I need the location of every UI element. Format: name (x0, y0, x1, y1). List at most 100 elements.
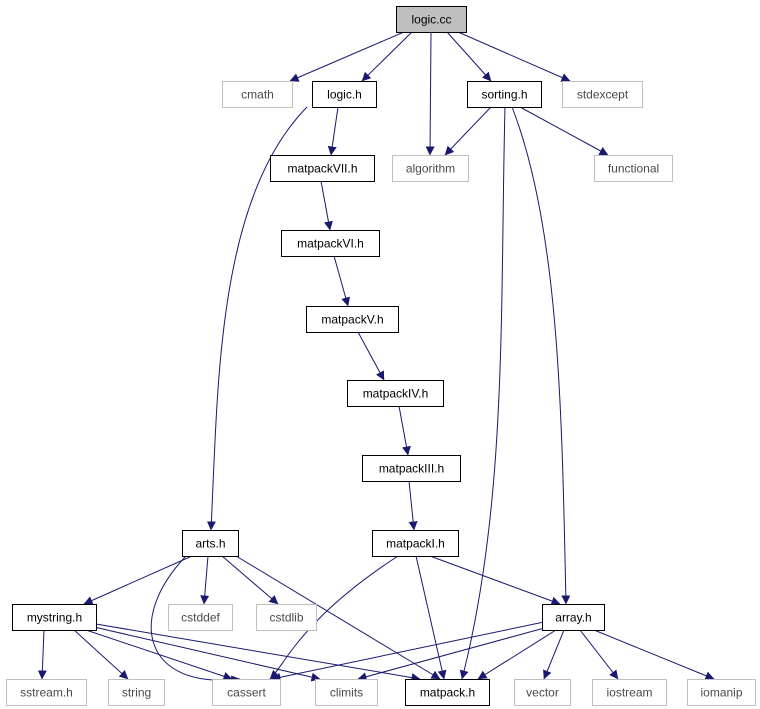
node-label: matpackVII.h (287, 162, 357, 176)
edge-mystring-h-to-string (73, 629, 129, 680)
edge-logic-h-to-arts-h (206, 106, 308, 531)
node-mystring-h[interactable]: mystring.h (12, 604, 97, 631)
edge-mystring-h-to-climits (93, 626, 321, 682)
node-label: matpack.h (420, 686, 475, 700)
node-iostream: iostream (592, 679, 667, 706)
node-box (514, 679, 571, 706)
node-label: mystring.h (27, 611, 82, 625)
edge-logic-cc-to-cmath (289, 31, 405, 82)
node-box (222, 81, 293, 108)
node-label: cassert (227, 686, 266, 700)
node-label: logic.cc (411, 13, 451, 27)
node-box (12, 604, 97, 631)
edge-matpackV-h-to-matpackIV-h (357, 331, 385, 381)
node-matpackVII-h[interactable]: matpackVII.h (270, 155, 375, 182)
node-box (281, 230, 380, 257)
edge-matpackIV-h-to-matpackIII-h (398, 405, 411, 456)
edge-arts-h-to-mystring-h (83, 555, 193, 605)
node-label: array.h (555, 611, 591, 625)
node-label: cmath (241, 88, 274, 102)
node-stdexcept: stdexcept (562, 81, 643, 108)
edge-sorting-h-to-matpack-h (459, 106, 506, 680)
node-box (594, 155, 673, 182)
node-label: climits (330, 686, 363, 700)
node-box (392, 155, 469, 182)
node-box (467, 81, 542, 108)
edge-matpackI-h-to-cassert (269, 555, 399, 680)
node-label: matpackVI.h (297, 237, 364, 251)
edge-logic-cc-to-logic-h (361, 31, 413, 82)
node-box (562, 81, 643, 108)
edge-array-h-to-cassert (271, 621, 545, 682)
node-box (270, 155, 375, 182)
node-box (396, 6, 467, 33)
node-label: arts.h (195, 537, 225, 551)
node-label: string (122, 686, 151, 700)
node-box (306, 306, 399, 333)
node-box (256, 604, 317, 631)
node-label: iomanip (700, 686, 742, 700)
edge-arts-h-to-matpack-h (235, 555, 441, 680)
node-label: vector (526, 686, 559, 700)
node-sstream-h: sstream.h (6, 679, 87, 706)
node-array-h[interactable]: array.h (542, 604, 605, 631)
edge-array-h-to-iostream (579, 629, 619, 680)
node-label: matpackIV.h (363, 387, 429, 401)
node-cassert: cassert (212, 679, 281, 706)
node-cstdlib: cstdlib (256, 604, 317, 631)
node-box (347, 380, 444, 407)
node-label: sstream.h (20, 686, 73, 700)
node-box (405, 679, 490, 706)
node-label: matpackV.h (321, 313, 383, 327)
edge-arts-h-to-cassert (150, 555, 241, 685)
node-matpackV-h[interactable]: matpackV.h (306, 306, 399, 333)
node-sorting-h[interactable]: sorting.h (467, 81, 542, 108)
node-string: string (108, 679, 165, 706)
node-box (182, 530, 239, 557)
edge-matpackVII-h-to-matpackVI-h (320, 180, 333, 231)
node-matpackVI-h[interactable]: matpackVI.h (281, 230, 380, 257)
node-cstddef: cstddef (168, 604, 233, 631)
edge-sorting-h-to-array-h (511, 106, 571, 605)
nodes-layer: logic.cc cmath logic.h sorting.h stdexcept ma… (6, 6, 756, 706)
node-logic-h[interactable]: logic.h (312, 81, 377, 108)
edge-logic-cc-to-stdexcept (457, 31, 571, 82)
edges-layer (37, 31, 715, 685)
edge-arts-h-to-cstddef (200, 555, 210, 605)
node-functional: functional (594, 155, 673, 182)
edge-logic-h-to-matpackVII-h (327, 106, 339, 156)
node-label: iostream (606, 686, 652, 700)
node-label: matpackIII.h (379, 462, 444, 476)
node-logic-cc[interactable]: logic.cc (396, 6, 467, 33)
node-matpack-h[interactable]: matpack.h (405, 679, 490, 706)
node-box (312, 81, 377, 108)
node-label: stdexcept (577, 88, 629, 102)
node-label: sorting.h (481, 88, 527, 102)
node-matpackIII-h[interactable]: matpackIII.h (362, 455, 461, 482)
node-box (362, 455, 461, 482)
node-arts-h[interactable]: arts.h (182, 530, 239, 557)
node-box (315, 679, 378, 706)
node-box (687, 679, 756, 706)
edge-matpackVI-h-to-matpackV-h (333, 255, 351, 307)
edge-logic-cc-to-sorting-h (446, 31, 492, 82)
node-algorithm: algorithm (392, 155, 469, 182)
node-iomanip: iomanip (687, 679, 756, 706)
edge-sorting-h-to-functional (519, 106, 609, 156)
node-cmath: cmath (222, 81, 293, 108)
node-matpackI-h[interactable]: matpackI.h (372, 530, 459, 557)
edge-matpackIII-h-to-matpackI-h (408, 480, 418, 531)
node-box (212, 679, 281, 706)
edge-mystring-h-to-cassert (85, 629, 233, 681)
node-matpackIV-h[interactable]: matpackIV.h (347, 380, 444, 407)
edge-matpackI-h-to-matpack-h (415, 555, 447, 680)
node-label: algorithm (406, 162, 455, 176)
node-box (168, 604, 233, 631)
edge-arts-h-to-cstdlib (221, 555, 279, 605)
edge-mystring-h-to-matpack-h (95, 623, 421, 683)
node-box (592, 679, 667, 706)
node-box (542, 604, 605, 631)
node-box (372, 530, 459, 557)
node-box (108, 679, 165, 706)
